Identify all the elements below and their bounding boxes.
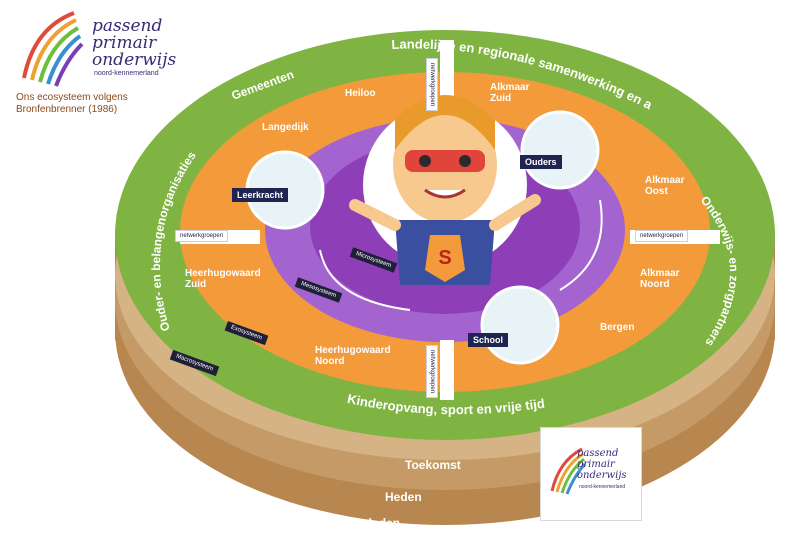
stamp-region: noord-kennemerland [579, 484, 626, 490]
layer-toekomst: Toekomst [405, 458, 461, 472]
logo-line2: primair [92, 33, 157, 53]
ouders-label: Ouders [520, 155, 562, 169]
municipality-4: Alkmaar Noord [640, 268, 680, 290]
municipality-3: Alkmaar Oost [645, 175, 685, 197]
stamp-swirl-icon [550, 447, 587, 495]
caption: Ons ecosysteem volgens Bronfenbrenner (1… [16, 92, 128, 116]
stamp-line3: onderwijs [577, 470, 627, 481]
child-mask [405, 150, 485, 172]
municipality-1: Langedijk [262, 122, 309, 133]
stamp-text: passend primair onderwijs [577, 448, 627, 481]
network-bottom: netwerkgroepen [426, 345, 438, 399]
logo-line1: passend [92, 16, 163, 36]
arrow-bottom [440, 340, 454, 400]
child-hair [395, 95, 495, 150]
logo: passend primair onderwijs noord-kennemer… [14, 8, 176, 108]
logo-text: passend primair onderwijs [92, 18, 176, 69]
logo-swirl-icon [22, 11, 84, 87]
logo-line3: onderwijs [92, 50, 177, 70]
arrow-top [440, 40, 454, 100]
school-label: School [468, 333, 509, 347]
network-right: netwerkgroepen [635, 230, 689, 242]
stamp-line2: primair [577, 459, 615, 470]
network-top: netwerkgroepen [426, 58, 438, 112]
caption-line2: Bronfenbrenner (1986) [16, 104, 118, 115]
logo-region: noord-kennemerland [94, 70, 159, 77]
municipality-6: Heerhugowaard Zuid [185, 268, 261, 290]
municipality-2: Alkmaar Zuid [490, 82, 530, 104]
layer-heden: Heden [385, 490, 422, 504]
svg-text:S: S [438, 247, 451, 269]
layer-verleden: Verleden [350, 516, 401, 530]
municipality-5: Bergen [600, 322, 635, 333]
stamp-logo: passend primair onderwijs noord-kennemer… [540, 427, 642, 521]
network-left: netwerkgroepen [175, 230, 229, 242]
municipality-7: Heerhugowaard Noord [315, 345, 391, 367]
school-image [480, 285, 560, 365]
stamp-line1: passend [577, 448, 619, 459]
ouders-image [520, 110, 600, 190]
caption-line1: Ons ecosysteem volgens [16, 92, 128, 103]
shield-icon [425, 235, 465, 282]
municipality-0: Heiloo [345, 88, 376, 99]
leerkracht-label: Leerkracht [232, 188, 289, 202]
